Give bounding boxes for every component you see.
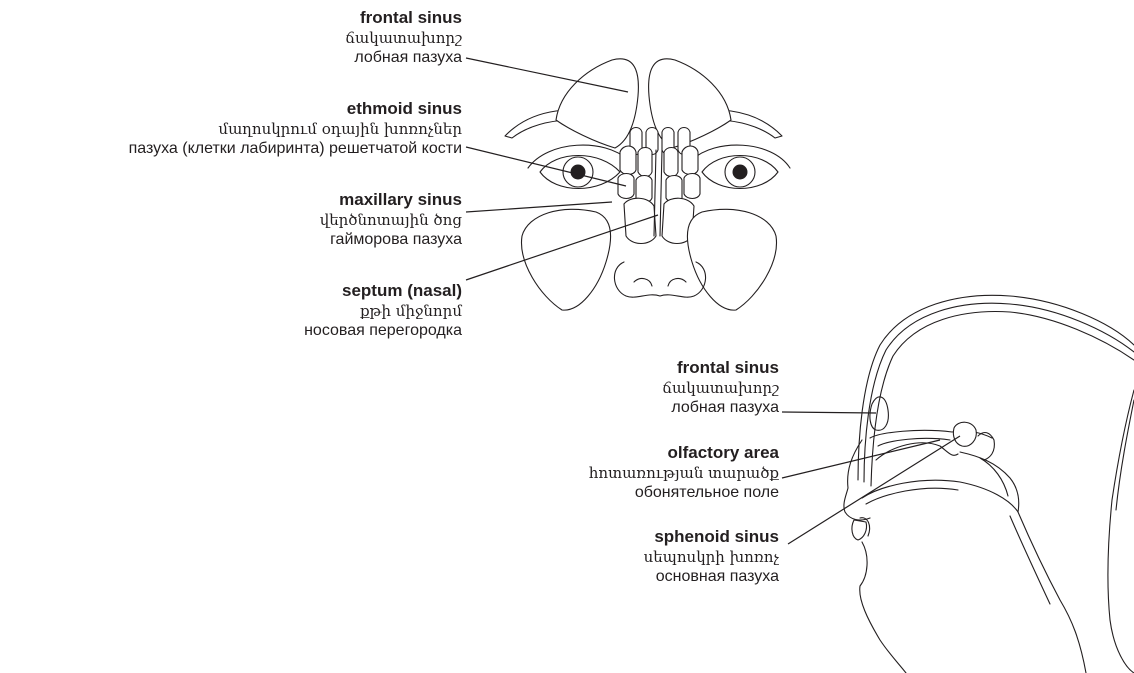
label-en: septum (nasal) bbox=[304, 281, 462, 301]
left-frontal-sinus-shape bbox=[556, 59, 638, 148]
ethmoid-cells bbox=[618, 128, 700, 203]
label-side-frontal-sinus: frontal sinus ճակատախորշ лобная пазуха bbox=[662, 358, 779, 418]
label-ru: пазуха (клетки лабиринта) решетчатой кос… bbox=[129, 139, 462, 159]
right-maxillary-sinus-shape bbox=[687, 209, 776, 310]
side-head-drawing bbox=[844, 295, 1134, 673]
label-front-ethmoid-sinus: ethmoid sinus մաղոսկրում օդային խոռոչներ… bbox=[129, 99, 462, 159]
label-ru: гайморова пазуха bbox=[320, 230, 462, 250]
label-hy: քթի միջնորմ bbox=[304, 301, 462, 321]
back-of-head bbox=[1108, 390, 1134, 673]
label-ru: лобная пазуха bbox=[345, 48, 462, 68]
left-maxillary-sinus-shape bbox=[522, 209, 611, 310]
label-hy: վերծնոտային ծոց bbox=[320, 210, 462, 230]
label-hy: ճակատախորշ bbox=[662, 378, 779, 398]
chin-and-neck bbox=[860, 542, 906, 673]
label-en: maxillary sinus bbox=[320, 190, 462, 210]
label-en: sphenoid sinus bbox=[644, 527, 779, 547]
label-en: frontal sinus bbox=[662, 358, 779, 378]
label-front-maxillary-sinus: maxillary sinus վերծնոտային ծոց гайморов… bbox=[320, 190, 462, 250]
right-pupil bbox=[733, 165, 748, 180]
label-front-septum: septum (nasal) քթի միջնորմ носовая перег… bbox=[304, 281, 462, 341]
label-en: ethmoid sinus bbox=[129, 99, 462, 119]
nasal-bridge bbox=[844, 440, 870, 520]
label-en: frontal sinus bbox=[345, 8, 462, 28]
leader-side-sphenoid bbox=[788, 436, 960, 544]
label-hy: սեպոսկրի խոռոչ bbox=[644, 547, 779, 567]
label-en: olfactory area bbox=[589, 443, 779, 463]
label-ru: лобная пазуха bbox=[662, 398, 779, 418]
label-hy: ճակատախորշ bbox=[345, 28, 462, 48]
sphenoid-sinus-shape bbox=[953, 422, 976, 446]
mouth-area bbox=[852, 520, 867, 540]
label-ru: обонятельное поле bbox=[589, 483, 779, 503]
nose-outline bbox=[614, 262, 705, 297]
label-side-olfactory-area: olfactory area հոտառության տարածք обонят… bbox=[589, 443, 779, 503]
label-front-frontal-sinus: frontal sinus ճակատախորշ лобная пазуха bbox=[345, 8, 462, 68]
label-hy: մաղոսկրում օդային խոռոչներ bbox=[129, 119, 462, 139]
label-ru: носовая перегородка bbox=[304, 321, 462, 341]
label-side-sphenoid-sinus: sphenoid sinus սեպոսկրի խոռոչ основная п… bbox=[644, 527, 779, 587]
label-ru: основная пазуха bbox=[644, 567, 779, 587]
front-face-drawing bbox=[505, 59, 790, 310]
leader-side-olfactory bbox=[782, 440, 940, 478]
label-hy: հոտառության տարածք bbox=[589, 463, 779, 483]
left-pupil bbox=[571, 165, 586, 180]
skull-outer-line bbox=[858, 295, 1134, 480]
